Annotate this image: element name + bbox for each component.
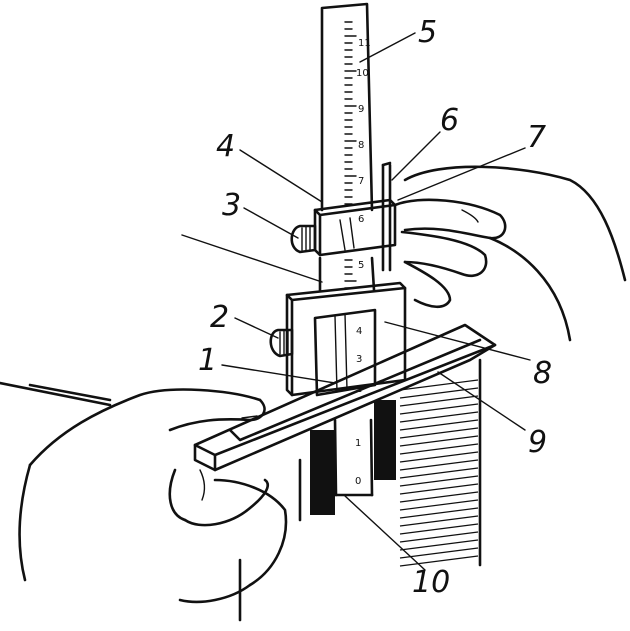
lower-number-1: 1 [355,438,361,449]
hatch-line [399,507,479,519]
hatch-line [399,515,479,527]
leader-lines [181,32,531,571]
scale-number-5: 5 [358,260,364,271]
hatch-line [399,547,479,559]
scale-number-8: 8 [358,140,364,151]
scale-number-6: 6 [358,214,364,225]
workpiece-hatching [399,379,479,567]
lower-number-0: 0 [355,476,361,487]
callouts: 1 2 3 4 5 6 7 8 9 10 [198,15,552,600]
leader-extra [181,234,323,283]
leader-5 [359,32,416,63]
callout-1: 1 [198,343,217,378]
hatch-line [399,523,479,535]
workpiece [298,358,482,567]
callout-2: 2 [210,300,229,335]
hatch-line [399,459,479,471]
hatch-line [399,427,479,439]
hatch-line [399,435,479,447]
hatch-line [399,539,479,551]
leader-6 [391,131,441,181]
leader-7 [397,147,526,201]
hatch-line [399,491,479,503]
callout-6: 6 [440,103,459,138]
callout-3: 3 [222,188,241,223]
hatch-line [399,555,479,567]
base-bar [193,323,497,472]
vernier-number-4: 4 [356,326,362,337]
hatch-line [399,395,479,407]
callout-9: 9 [528,425,547,460]
callout-4: 4 [216,129,235,164]
leader-10 [344,495,426,571]
lower-hand [18,388,288,604]
hatch-line [399,483,479,495]
callout-5: 5 [418,15,437,50]
scale-number-9: 9 [358,104,364,115]
upper-scale-numbers: 11 10 9 8 7 6 5 [356,38,371,271]
hatch-line [399,475,479,487]
upper-hand [393,165,627,342]
scale-number-10: 10 [356,68,369,79]
leader-4 [239,149,323,203]
hatch-line [399,443,479,455]
clamp-screw-3 [290,224,317,254]
scale-number-7: 7 [358,176,364,187]
hatch-line [399,411,479,423]
leader-3 [243,207,299,239]
callout-8: 8 [533,356,552,391]
callout-10: 10 [412,565,450,600]
scale-number-11: 11 [358,38,371,49]
leader-8 [384,321,531,361]
hatch-line [399,403,479,415]
hatch-line [399,467,479,479]
hatch-line [399,451,479,463]
table-edge [0,381,242,622]
hatch-line [399,379,479,391]
hatch-line [399,419,479,431]
hatch-line [399,531,479,543]
clamp-screw-2 [269,328,294,358]
hatch-line [399,499,479,511]
leader-1 [221,364,336,384]
callout-7: 7 [527,120,546,155]
adjust-rod [381,161,392,272]
hatch-line [399,387,479,399]
lower-scale-numbers: 1 0 [355,438,361,487]
vernier-scale-numbers: 4 3 2 [356,326,362,395]
leader-2 [234,317,279,339]
vernier-number-3: 3 [356,354,362,365]
leader-9 [437,371,526,431]
